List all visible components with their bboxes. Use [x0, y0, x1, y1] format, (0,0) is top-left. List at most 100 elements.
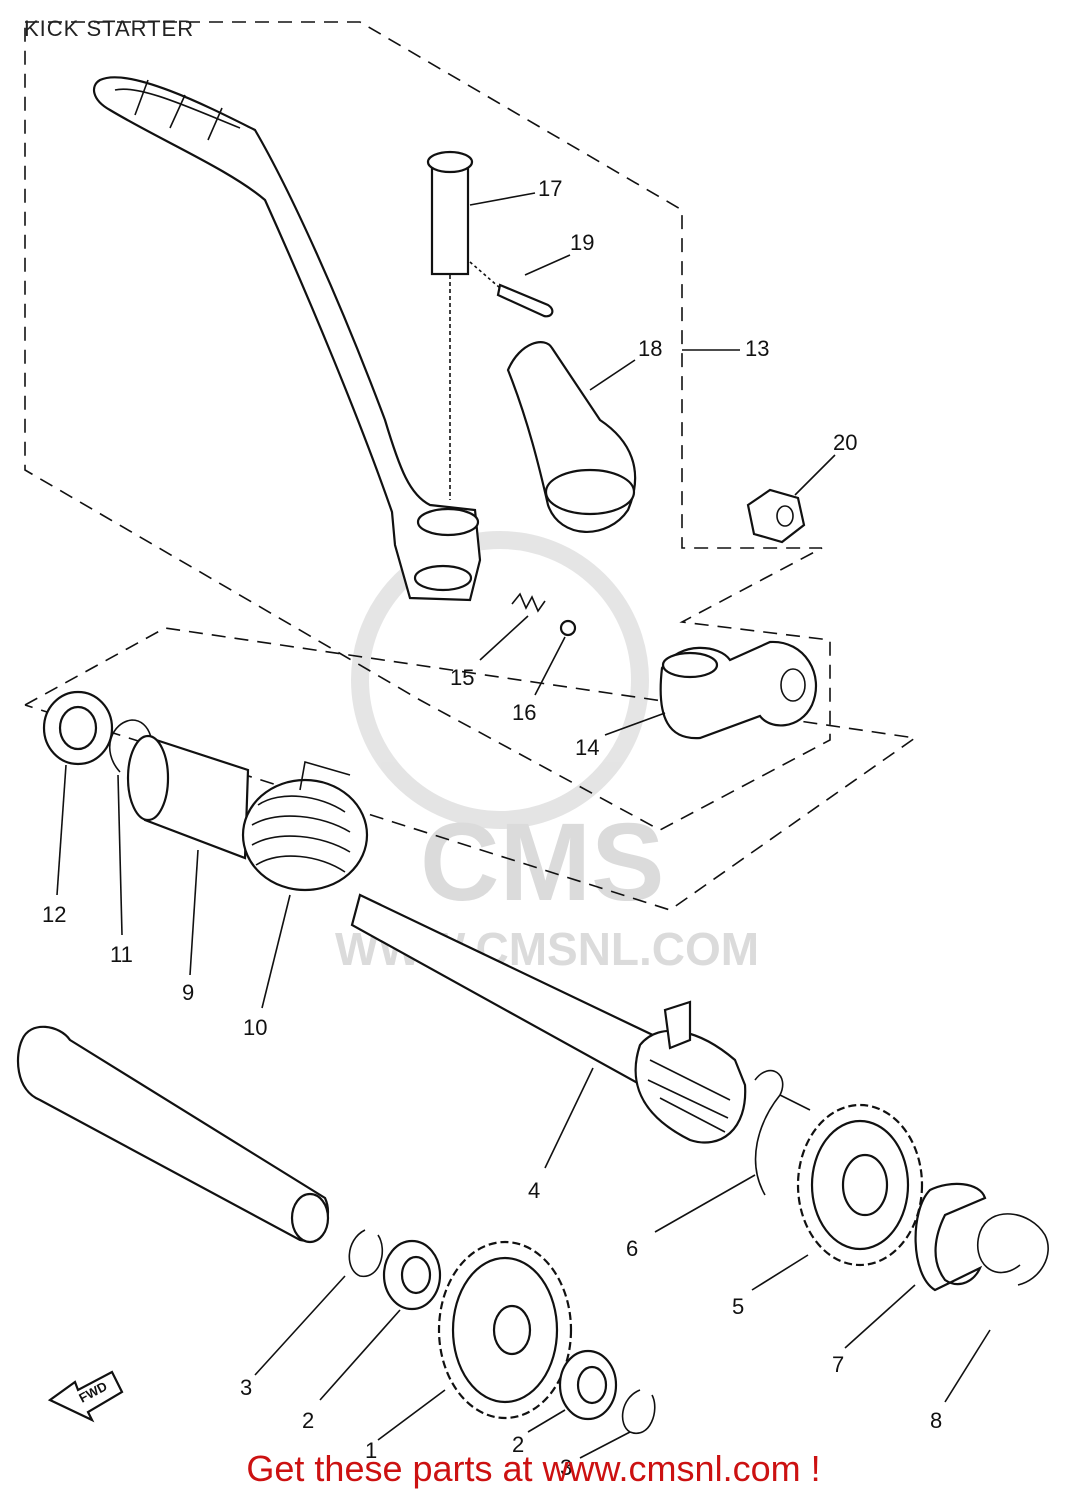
- leader-1: [377, 1389, 446, 1441]
- boss-14-ear: [661, 651, 719, 679]
- kick-gear-hub: [841, 1153, 889, 1217]
- axle-spline-lines: [647, 1059, 731, 1133]
- spring-guide: [126, 734, 250, 860]
- fwd-arrow-shape: [47, 1370, 124, 1423]
- leader-8: [944, 1329, 991, 1403]
- boss-end: [544, 468, 636, 516]
- callout-18: 18: [638, 336, 662, 361]
- fwd-direction-arrow: FWD: [47, 1370, 124, 1423]
- idle-gear-hub: [492, 1304, 532, 1356]
- promo-footer-link[interactable]: Get these parts at www.cmsnl.com !: [246, 1448, 821, 1489]
- leader-6: [654, 1174, 756, 1233]
- pivot-pin: [426, 150, 474, 500]
- leader-19: [524, 254, 571, 276]
- leader-4: [544, 1067, 594, 1169]
- spring-guide-end: [126, 734, 170, 822]
- pin-shank: [430, 160, 470, 276]
- torsion-spring: [241, 760, 369, 892]
- washer-2b: [558, 1349, 618, 1421]
- callout-9: 9: [182, 980, 194, 1005]
- detent-spring: [511, 592, 546, 613]
- watermark-brand: CMS: [420, 801, 664, 924]
- nut-hex: [746, 488, 806, 544]
- callout-3a: 3: [240, 1375, 252, 1400]
- cotter-pin-axis: [469, 261, 501, 289]
- leader-10: [261, 894, 291, 1009]
- axle-gear-splines: [634, 1029, 747, 1144]
- axle-stopper: [663, 1000, 692, 1050]
- callout-17: 17: [538, 176, 562, 201]
- callout-19: 19: [570, 230, 594, 255]
- nut-hole: [776, 505, 794, 527]
- callout-6: 6: [626, 1236, 638, 1261]
- callout-16: 16: [512, 700, 536, 725]
- leader-5: [751, 1254, 809, 1291]
- diagram-title: KICK STARTER: [24, 16, 195, 41]
- callout-3b: 3: [560, 1455, 572, 1480]
- leader-17: [469, 192, 536, 206]
- half-washer-7: [914, 1182, 987, 1292]
- crank-grip-line: [114, 88, 241, 129]
- cotter-pin-shape: [496, 283, 554, 318]
- idler-shaft: [16, 1025, 330, 1244]
- callout-2a: 2: [302, 1408, 314, 1433]
- leader-15: [479, 615, 529, 661]
- callout-14: 14: [575, 735, 599, 760]
- callout-10: 10: [243, 1015, 267, 1040]
- cotter-pin: [469, 261, 554, 318]
- callout-numbers: 17 19 18 13 20 15 16 14 12 11 9 10 4 6 5…: [42, 176, 942, 1480]
- callout-20: 20: [833, 430, 857, 455]
- callout-7: 7: [832, 1352, 844, 1377]
- crank-pivot-hole-lower: [413, 564, 473, 592]
- callout-1: 1: [365, 1438, 377, 1463]
- pin-head: [426, 150, 474, 174]
- leader-lines: [56, 192, 991, 1459]
- leader-18: [589, 359, 636, 391]
- circlip-3a: [348, 1229, 384, 1277]
- leader-20: [794, 454, 836, 496]
- idler-shaft-end: [290, 1192, 330, 1244]
- crank-grip-ribs: [134, 79, 223, 141]
- kick-shaft-boss: [659, 640, 818, 740]
- idler-shaft-body: [16, 1025, 330, 1242]
- idle-gear: [437, 1240, 573, 1420]
- circlip-8: [977, 1213, 1049, 1286]
- detent-ball: [559, 619, 577, 637]
- oil-seal: [42, 690, 114, 766]
- crank-arm-body: [92, 76, 482, 602]
- washer-2b-inner: [576, 1365, 608, 1405]
- callout-4: 4: [528, 1178, 540, 1203]
- leader-11: [117, 774, 123, 936]
- leader-12: [56, 764, 67, 896]
- callout-8: 8: [930, 1408, 942, 1433]
- leader-2a: [319, 1309, 401, 1401]
- spring-coils: [511, 592, 546, 613]
- callout-12: 12: [42, 902, 66, 927]
- washer-2a: [382, 1239, 442, 1311]
- callout-11: 11: [110, 942, 133, 967]
- circlip-3b: [621, 1389, 656, 1435]
- nut: [746, 488, 806, 544]
- leader-9: [189, 849, 199, 976]
- callout-5: 5: [732, 1294, 744, 1319]
- callout-2b: 2: [512, 1432, 524, 1457]
- leader-2b: [527, 1409, 566, 1433]
- washer-2a-inner: [400, 1255, 432, 1295]
- kick-crank-arm: [92, 76, 482, 602]
- watermark: CMS WWW.CMSNL.COM: [335, 531, 759, 975]
- seal-inner: [58, 705, 98, 751]
- spring-coils: [251, 795, 351, 873]
- spring-hook: [299, 760, 351, 791]
- crank-pivot-hole-upper: [416, 507, 480, 537]
- leader-3b: [579, 1431, 631, 1459]
- leader-3a: [254, 1275, 346, 1376]
- kick-arm-assembly-outline: [24, 21, 831, 831]
- spring-clip-6: [754, 1069, 811, 1196]
- boss-14-bore: [780, 668, 806, 702]
- kick-gear: [796, 1103, 924, 1267]
- watermark-ring: [351, 531, 649, 829]
- leader-14: [604, 712, 666, 736]
- leader-16: [534, 636, 566, 696]
